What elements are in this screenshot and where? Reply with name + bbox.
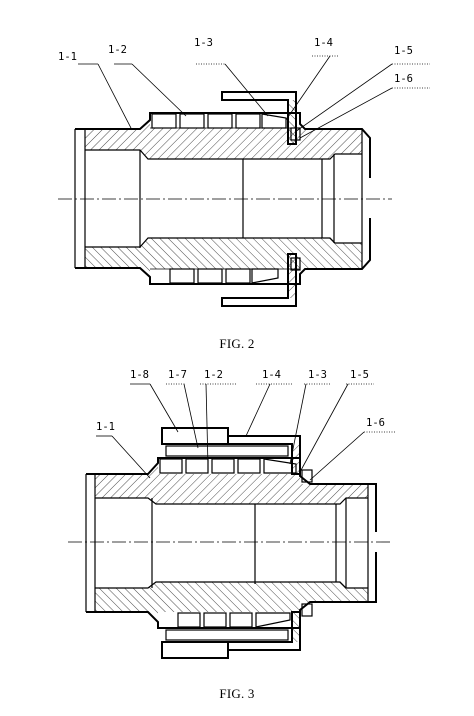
label-1-2: 1-2 [108, 44, 127, 56]
body-lower [86, 552, 377, 629]
seal-rings-lower [177, 612, 291, 628]
seal-rings-upper [151, 113, 287, 129]
label-1-4: 1-4 [314, 37, 333, 49]
figure-2-drawing: 1-1 1-2 1-3 1-4 1-5 1-6 [58, 37, 430, 307]
label-1-4: 1-4 [262, 369, 281, 381]
label-1-7: 1-7 [168, 369, 187, 381]
outer-sleeve-upper [161, 427, 313, 483]
body-upper [85, 457, 377, 612]
label-1-5: 1-5 [350, 369, 369, 381]
figure-2-caption: FIG. 2 [219, 336, 255, 351]
seal-rings-lower [169, 268, 279, 284]
clamp-cap-upper [221, 91, 301, 145]
figure-3-caption: FIG. 3 [219, 686, 255, 701]
spring-coil-lower [165, 629, 289, 641]
label-1-5: 1-5 [394, 45, 413, 57]
label-1-8: 1-8 [130, 369, 149, 381]
label-1-1: 1-1 [58, 51, 77, 63]
leader-lines [96, 383, 396, 481]
label-1-2: 1-2 [204, 369, 223, 381]
label-1-3: 1-3 [308, 369, 327, 381]
label-1-1: 1-1 [96, 421, 115, 433]
figure-2: 1-1 1-2 1-3 1-4 1-5 1-6 [0, 28, 474, 328]
outer-sleeve-lower [161, 603, 313, 659]
label-1-6: 1-6 [394, 73, 413, 85]
figure-3: 1-8 1-7 1-2 1-4 1-3 1-5 1-1 1-6 [0, 362, 474, 682]
label-1-6: 1-6 [366, 417, 385, 429]
label-1-3: 1-3 [194, 37, 213, 49]
figure-3-drawing: 1-8 1-7 1-2 1-4 1-3 1-5 1-1 1-6 [68, 369, 396, 659]
spring-coil-upper [165, 445, 289, 457]
leader-lines [78, 55, 430, 139]
clamp-cap-lower [221, 253, 301, 307]
seal-rings-upper [159, 458, 297, 474]
